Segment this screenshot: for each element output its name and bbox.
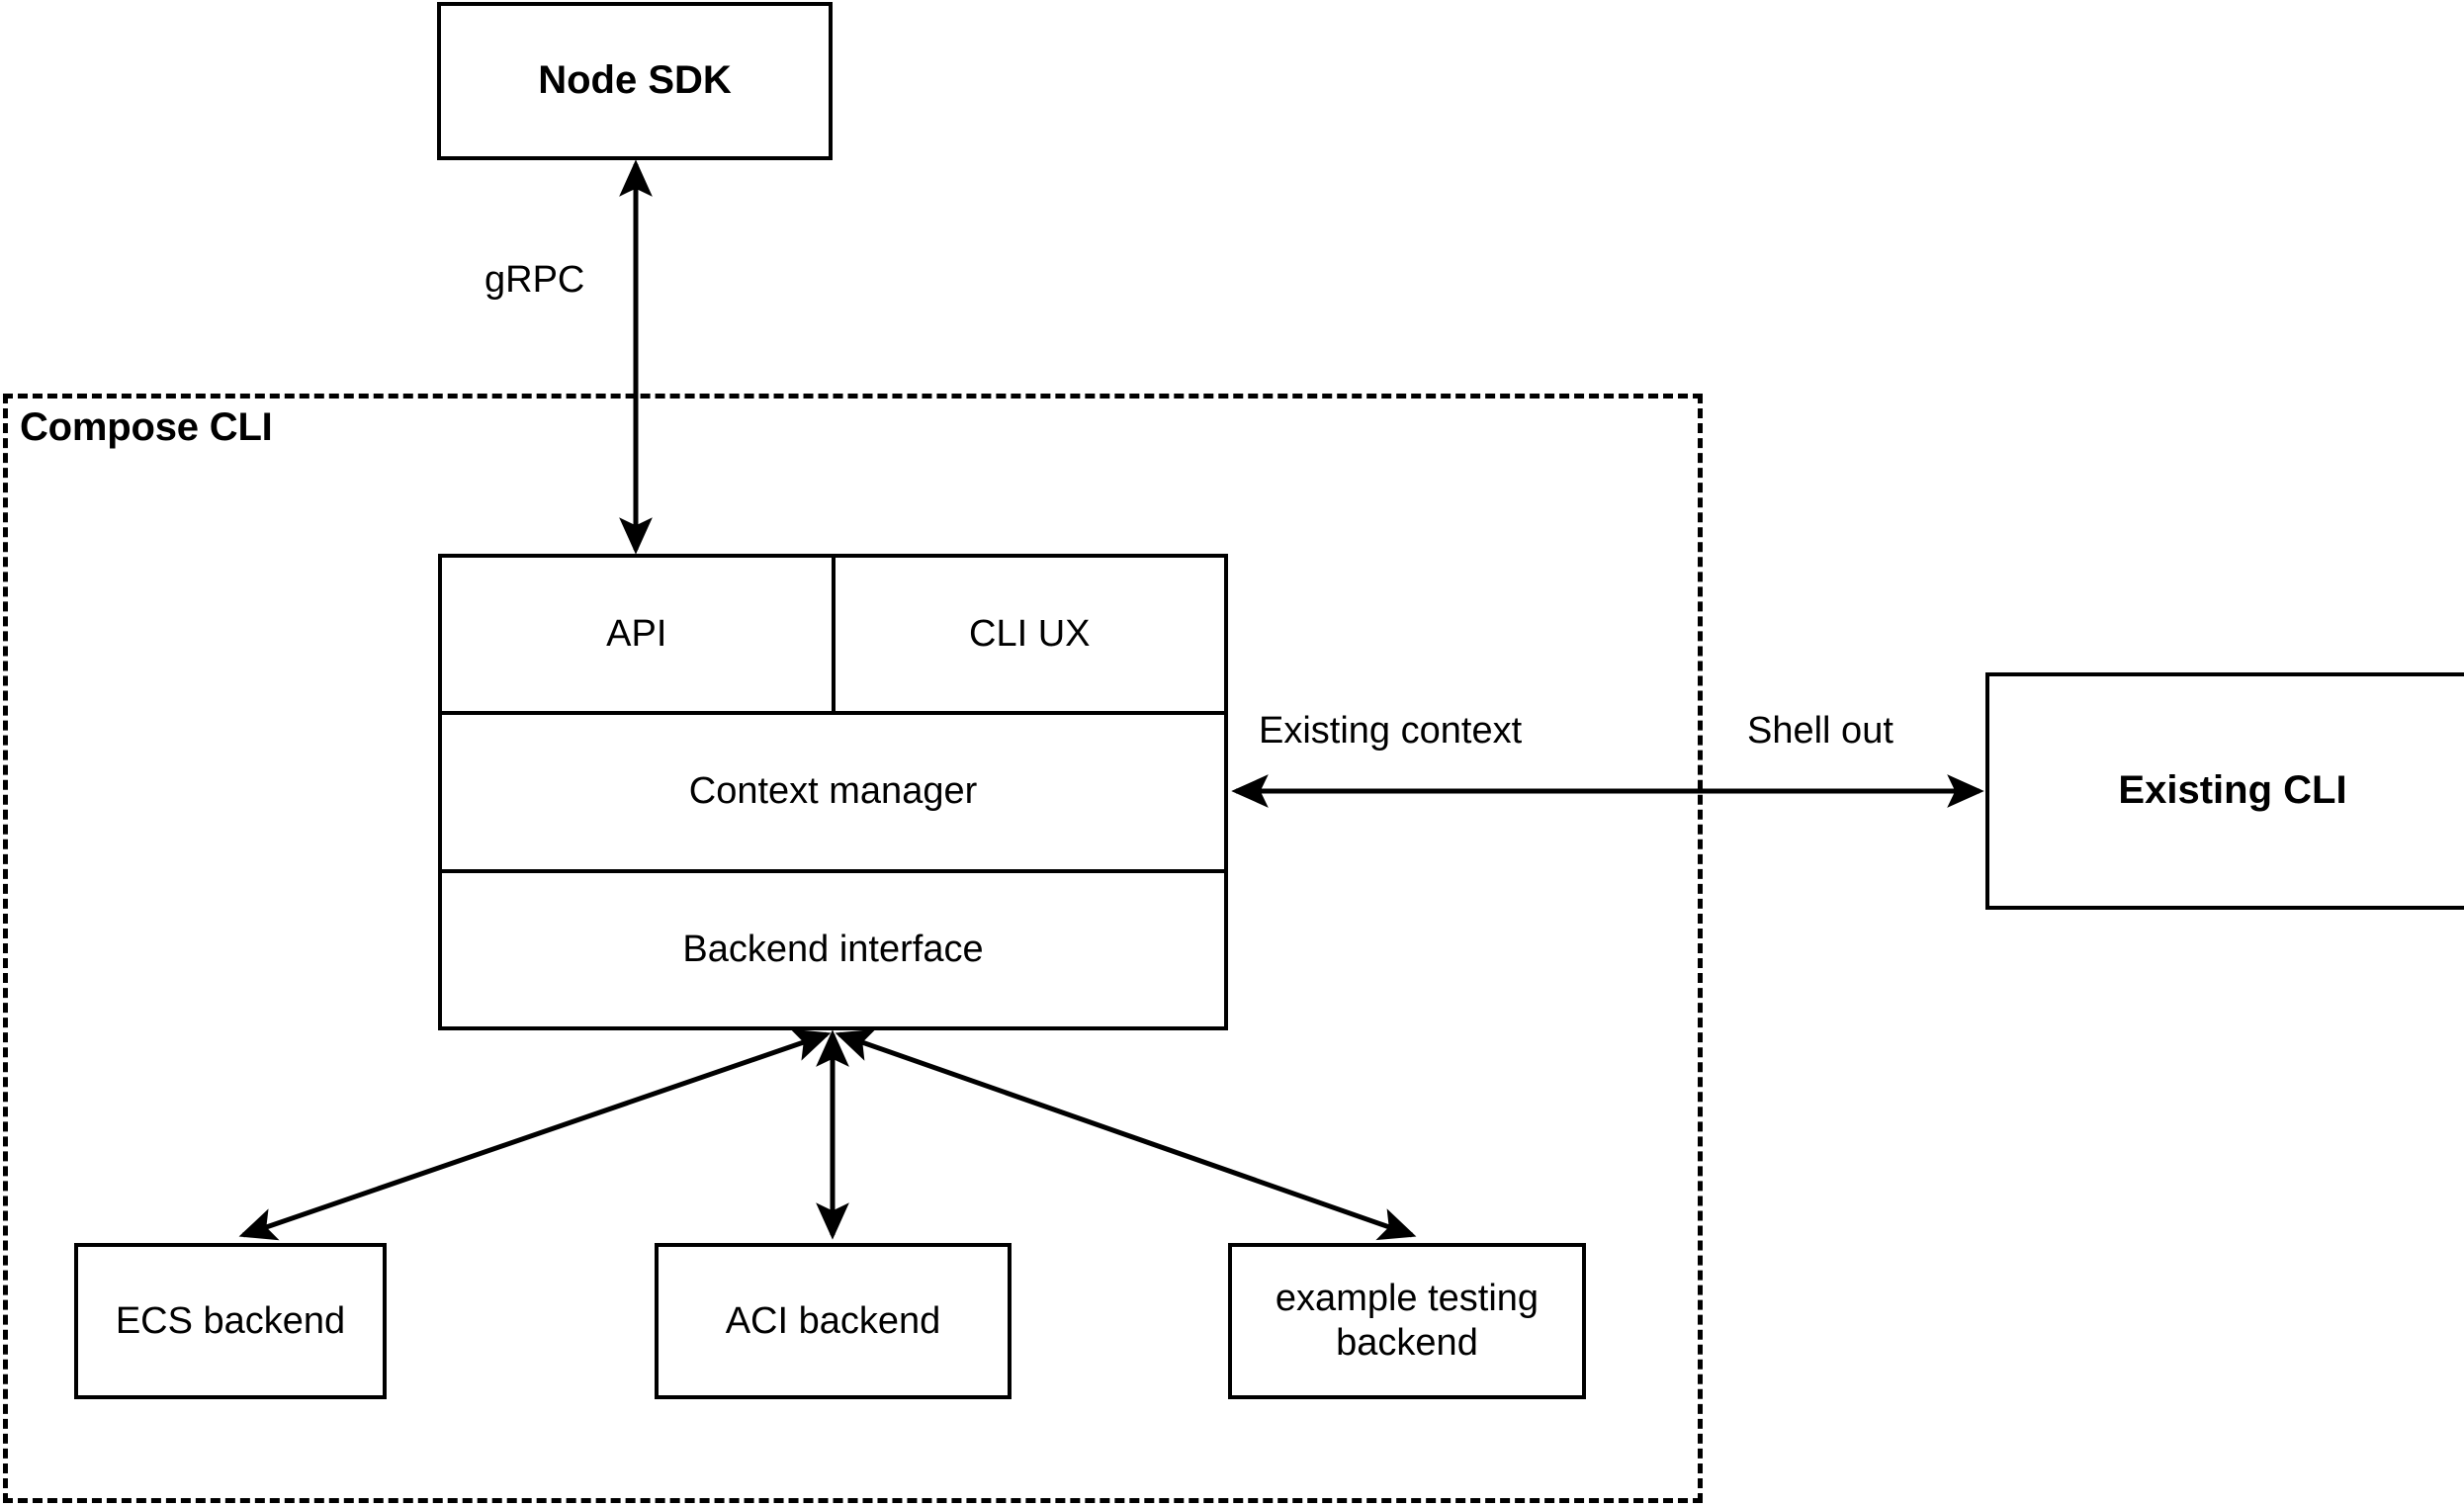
cli-ux-label: CLI UX <box>969 613 1091 656</box>
backend-interface-cell[interactable]: Backend interface <box>442 873 1224 1026</box>
context-manager-cell[interactable]: Context manager <box>442 715 1224 868</box>
backend-interface-label: Backend interface <box>682 928 984 970</box>
existing-context-edge-label: Existing context <box>1259 710 1523 752</box>
existing-cli-label: Existing CLI <box>2118 768 2347 813</box>
api-label: API <box>606 613 667 656</box>
aci-backend-box[interactable]: ACI backend <box>655 1243 1012 1399</box>
compose-cli-group-label: Compose CLI <box>20 405 273 449</box>
example-testing-backend-box[interactable]: example testing backend <box>1228 1243 1586 1399</box>
cli-ux-cell[interactable]: CLI UX <box>831 558 1225 712</box>
api-cli-ux-row: API CLI UX <box>442 558 1225 712</box>
existing-cli-box[interactable]: Existing CLI <box>1985 672 2464 910</box>
context-manager-row[interactable]: Context manager <box>442 711 1224 868</box>
context-manager-label: Context manager <box>688 770 978 813</box>
grpc-edge-label: gRPC <box>484 259 585 301</box>
compose-cli-group-boundary <box>3 394 1703 1503</box>
ecs-backend-box[interactable]: ECS backend <box>74 1243 387 1399</box>
node-sdk-label: Node SDK <box>538 58 732 103</box>
ecs-backend-label: ECS backend <box>115 1299 346 1342</box>
aci-backend-label: ACI backend <box>725 1299 941 1342</box>
backend-interface-row[interactable]: Backend interface <box>442 868 1224 1026</box>
compose-cli-core-stack: API CLI UX Context manager Backend inter… <box>438 554 1228 1030</box>
example-testing-backend-label: example testing backend <box>1275 1278 1540 1364</box>
node-sdk-box[interactable]: Node SDK <box>437 2 833 160</box>
api-cell[interactable]: API <box>442 558 832 711</box>
shell-out-edge-label: Shell out <box>1747 710 1893 752</box>
